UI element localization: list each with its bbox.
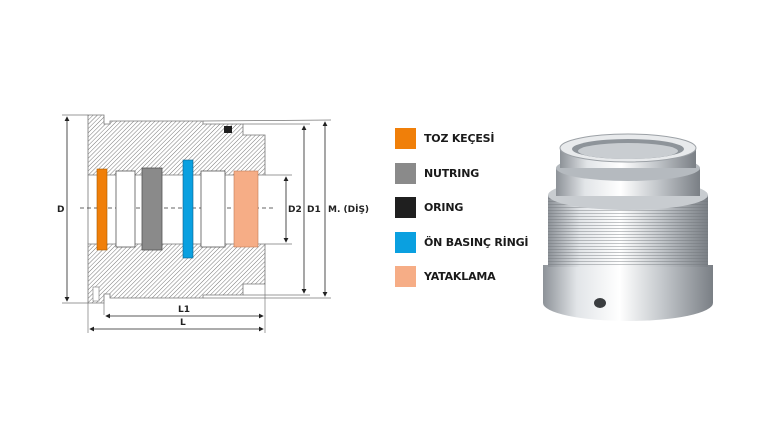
legend: TOZ KEÇESİ NUTRING ORING ÖN BASINÇ RİNGİ… bbox=[395, 128, 529, 301]
product-image bbox=[543, 133, 713, 321]
dim-d2-label: D2 bbox=[288, 205, 302, 215]
legend-item-yataklama: YATAKLAMA bbox=[395, 266, 528, 287]
legend-label: YATAKLAMA bbox=[424, 270, 496, 283]
nutring-seal bbox=[141, 167, 163, 251]
legend-label: ÖN BASINÇ RİNGİ bbox=[424, 235, 529, 249]
swatch-orange bbox=[395, 128, 416, 149]
dim-d1-label: D1 bbox=[307, 205, 321, 215]
oring-seal bbox=[224, 126, 232, 133]
swatch-black bbox=[395, 197, 416, 218]
legend-label: NUTRING bbox=[424, 166, 480, 180]
dimension-lines bbox=[64, 116, 328, 332]
dim-l-label: L bbox=[180, 318, 186, 328]
legend-item-oring: ORING bbox=[395, 197, 528, 218]
legend-item-toz-kecesi: TOZ KEÇESİ bbox=[395, 128, 528, 149]
dim-d-label: D bbox=[57, 205, 64, 215]
dim-m-label: M. (DİŞ) bbox=[328, 204, 369, 215]
legend-label: TOZ KEÇESİ bbox=[424, 132, 495, 145]
legend-item-nutring: NUTRING bbox=[395, 162, 528, 184]
toz-kecesi-seal bbox=[96, 168, 108, 251]
port-hole bbox=[594, 298, 606, 308]
yataklama-seal bbox=[233, 170, 259, 248]
seals bbox=[96, 159, 259, 259]
swatch-peach bbox=[395, 266, 416, 287]
swatch-gray bbox=[395, 162, 416, 184]
legend-item-on-basinc-ringi: ÖN BASINÇ RİNGİ bbox=[395, 231, 529, 253]
legend-label: ORING bbox=[424, 201, 464, 214]
swatch-blue bbox=[395, 231, 416, 253]
on-basinc-ringi-seal bbox=[182, 159, 194, 259]
dim-l1-label: L1 bbox=[178, 305, 190, 315]
